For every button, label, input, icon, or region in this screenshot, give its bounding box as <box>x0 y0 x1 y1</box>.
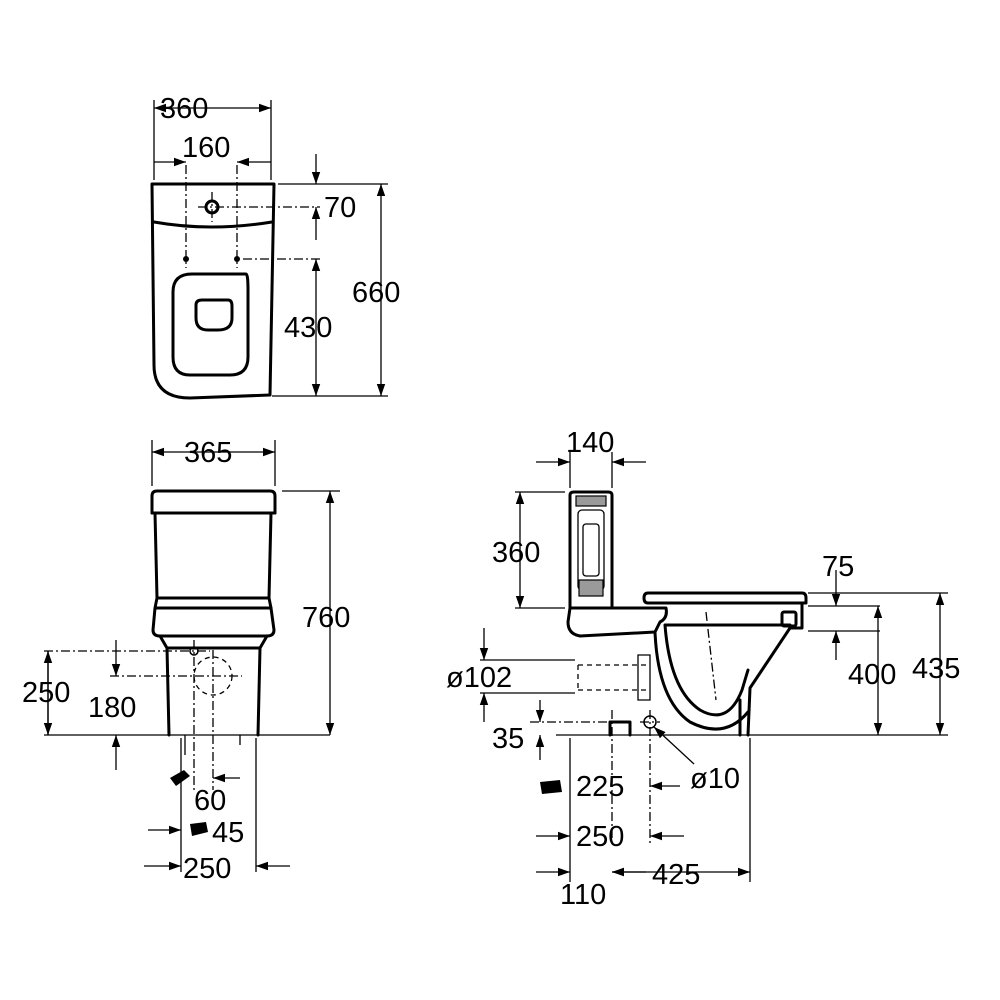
dim-top-width: 360 <box>160 93 208 125</box>
dim-front-offset-60: 60 <box>194 785 226 817</box>
dim-side-dist-250: 250 <box>576 821 624 853</box>
dim-top-seat-depth: 430 <box>284 312 332 344</box>
top-view-bowl <box>194 298 234 332</box>
side-view-seat <box>642 591 808 605</box>
dim-front-height: 760 <box>302 602 350 634</box>
top-view-tank-line <box>152 220 274 229</box>
side-view-bowl <box>608 601 804 737</box>
dim-side-rim-offset: 75 <box>822 551 854 583</box>
dim-side-outlet-diameter: ø102 <box>446 662 512 694</box>
front-view-rim <box>151 596 276 638</box>
front-view: 365 760 250 180 60 45 250 <box>22 437 350 885</box>
side-view-flush-mechanism <box>577 509 605 591</box>
dim-side-dist-425: 425 <box>652 859 700 891</box>
side-view-tank-base <box>566 606 668 638</box>
dim-front-base-width: 250 <box>183 853 231 885</box>
dim-side-dist-225: 225 <box>576 771 624 803</box>
dim-front-inlet-height: 180 <box>88 692 136 724</box>
side-view-tank <box>568 490 614 610</box>
front-view-pedestal <box>158 634 269 737</box>
dim-front-outlet-height: 250 <box>22 677 70 709</box>
side-view: 140 360 75 400 435 ø102 35 ø10 225 250 4… <box>446 427 960 911</box>
top-view: 360 160 70 660 430 <box>150 93 400 400</box>
dim-side-total-height: 435 <box>912 653 960 685</box>
dim-top-hole-spacing: 160 <box>182 132 230 164</box>
dim-top-depth: 660 <box>352 277 400 309</box>
dim-side-fix-hole-diameter: ø10 <box>690 763 740 795</box>
dim-front-offset-45: 45 <box>212 817 244 849</box>
front-view-tank <box>150 489 277 600</box>
dim-side-tank-height: 360 <box>492 537 540 569</box>
top-view-outline <box>150 182 276 400</box>
dim-side-tank-depth: 140 <box>566 427 614 459</box>
dim-side-seat-height: 400 <box>848 659 896 691</box>
dim-side-dist-110: 110 <box>560 879 606 911</box>
top-view-seat <box>171 272 250 377</box>
dim-side-floor-offset: 35 <box>492 723 524 755</box>
dim-front-width: 365 <box>184 437 232 469</box>
dim-top-hole-offset: 70 <box>324 192 356 224</box>
side-view-lid-hinge <box>780 610 798 628</box>
